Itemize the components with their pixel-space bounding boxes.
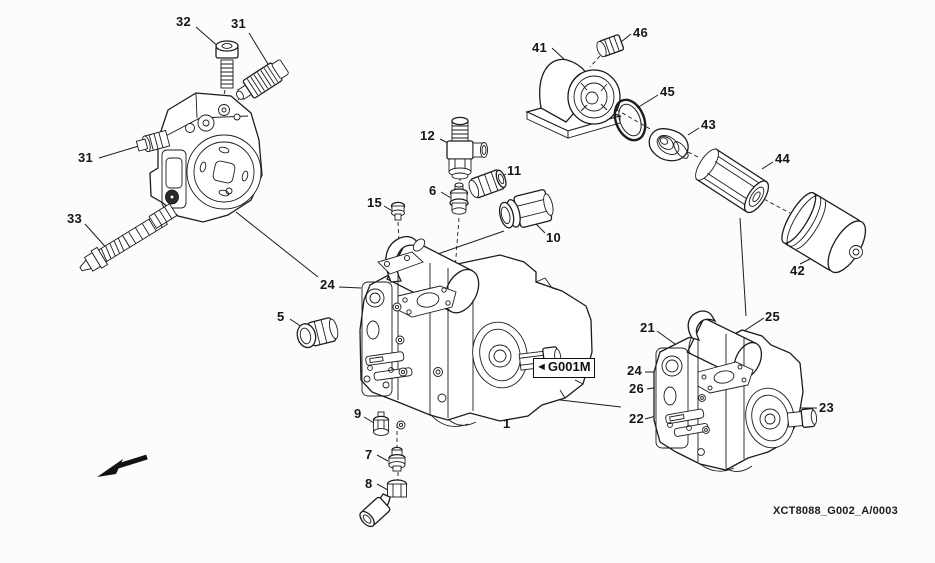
callout-12: 12 [420,128,436,143]
view-reference-label: G001M [547,359,591,374]
canister-42-drawing [781,191,867,274]
sensor-31-upper-drawing [235,59,289,100]
callout-24-right: 24 [627,363,643,378]
spring-seat-43-drawing [648,128,689,162]
orientation-arrow-icon [97,454,148,477]
callout-33: 33 [67,211,83,226]
leader-lines [84,26,819,491]
callout-26: 26 [629,381,645,396]
oring-45-drawing [613,98,647,142]
callout-9: 9 [354,406,362,421]
bolt-15-drawing [390,201,406,221]
callout-10: 10 [546,230,562,245]
fitting-10-drawing [498,189,554,229]
callout-22: 22 [629,411,645,426]
callout-11: 11 [507,163,522,178]
pilot-pump-body-drawing [135,92,263,229]
fitting-7-drawing [388,446,406,472]
callout-6: 6 [429,183,437,198]
callout-5: 5 [277,309,285,324]
callout-23: 23 [819,400,835,415]
callout-31-left: 31 [78,150,94,165]
callout-44: 44 [775,151,791,166]
fitting-11-drawing [468,169,507,199]
callout-8: 8 [365,476,373,491]
main-pump-drawing [359,235,593,430]
callout-7: 7 [365,447,373,462]
fittings-drawing [296,116,554,528]
callout-31-upper: 31 [231,16,247,31]
callout-42: 42 [790,263,806,278]
plug-46-drawing [596,34,625,58]
callout-1: 1 [503,416,511,431]
callout-25: 25 [765,309,781,324]
back-arrow-icon: ◄ [536,361,547,373]
rear-pump-drawing [653,310,818,472]
fitting-9-drawing [372,411,390,436]
drawing-reference-code: XCT8088_G002_A/0003 [773,505,898,517]
filter-element-44-drawing [695,148,770,214]
view-reference-tag[interactable]: ◄G001M [533,358,595,378]
callout-15: 15 [367,195,383,210]
fitting-12-drawing [446,116,489,180]
callout-46: 46 [633,25,649,40]
bracket-41-drawing [525,58,622,139]
callout-41: 41 [532,40,548,55]
callout-45: 45 [660,84,676,99]
pilot-pump-assembly-drawing [79,40,289,272]
plug-5-drawing [296,317,339,349]
callout-24-center: 24 [320,277,336,292]
fitting-6-drawing [449,182,469,215]
callout-21: 21 [640,320,656,335]
bolt-32-drawing [215,40,239,89]
callout-32: 32 [176,14,192,29]
filter-assembly-drawing [525,34,867,274]
callout-43: 43 [701,117,717,132]
elbow-8-drawing [359,479,408,528]
